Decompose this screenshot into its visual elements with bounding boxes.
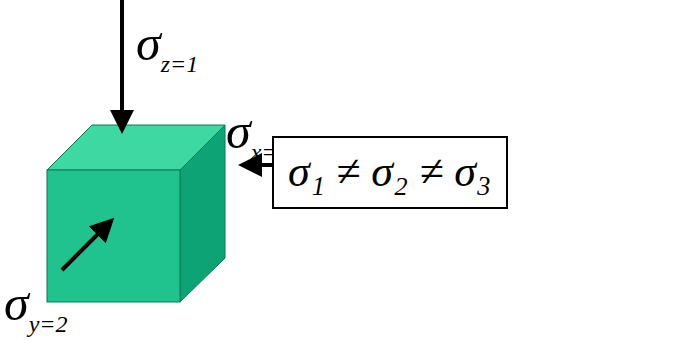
- cube-front: [47, 170, 180, 302]
- stress-label-z: σz=1: [136, 18, 198, 76]
- formula-text: σ₁ ≠ σ₂ ≠ σ₃: [288, 148, 492, 196]
- cube-side: [180, 125, 225, 302]
- stress-label-y: σy=2: [4, 278, 68, 336]
- stress-arrow-y: [62, 222, 110, 270]
- stress-arrow-z: [120, 0, 124, 128]
- formula-box: σ₁ ≠ σ₂ ≠ σ₃: [272, 136, 508, 209]
